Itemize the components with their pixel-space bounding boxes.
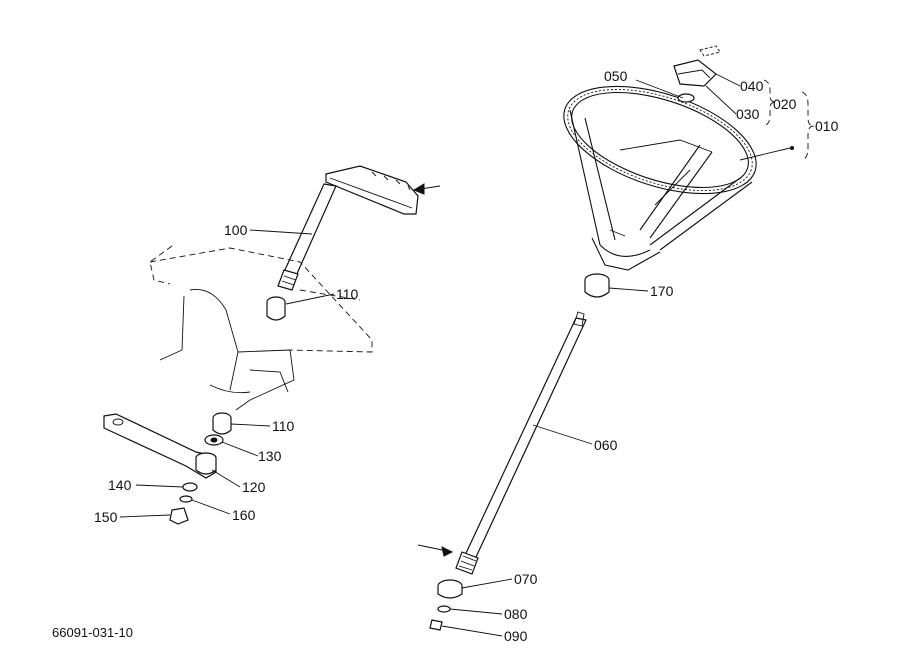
- frame-phantom: [149, 245, 373, 411]
- steering-wheel: [563, 85, 757, 271]
- callout-070: 070: [514, 571, 538, 587]
- callout-030: 030: [736, 106, 760, 122]
- pedal-bracket: [277, 165, 441, 291]
- horn-cap: [673, 45, 721, 103]
- callout-080: 080: [504, 606, 528, 622]
- callout-020: 020: [773, 96, 797, 112]
- callout-090: 090: [504, 628, 528, 644]
- callout-140: 140: [108, 477, 132, 493]
- shaft-fasteners: [429, 579, 463, 631]
- callout-100: 100: [224, 222, 248, 238]
- callout-130: 130: [258, 448, 282, 464]
- callout-040: 040: [740, 78, 764, 94]
- steering-shaft: [417, 273, 610, 575]
- leader-lines: [119, 73, 815, 637]
- callout-170: 170: [650, 283, 674, 299]
- callout-060: 060: [594, 437, 618, 453]
- drawing-number: 66091-031-10: [52, 625, 133, 640]
- callout-110-upper: 110: [336, 286, 359, 302]
- callout-150: 150: [94, 509, 118, 525]
- callout-010: 010: [815, 118, 839, 134]
- callout-labels: 050 040 020 030 010 170 060 070 080 090 …: [52, 68, 839, 644]
- callout-050: 050: [604, 68, 628, 84]
- pivot-parts: [103, 296, 286, 525]
- callout-110-lower: 110: [272, 418, 295, 434]
- callout-120: 120: [242, 479, 266, 495]
- callout-160: 160: [232, 507, 256, 523]
